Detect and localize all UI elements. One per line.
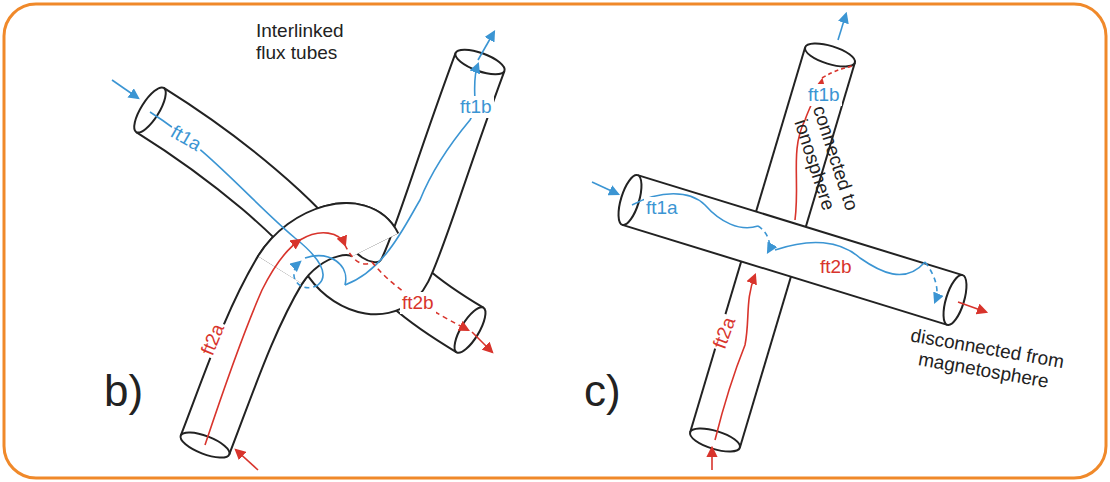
tube-label: ft1b	[806, 84, 842, 106]
tube-label: ft1a	[644, 197, 680, 219]
tube-label: ft1b	[458, 96, 494, 118]
frame	[4, 4, 1106, 478]
title-note: Interlinked flux tubes	[256, 20, 366, 64]
field-lines-c	[592, 14, 986, 470]
tubes-b	[150, 62, 480, 445]
annotation: disconnected from magnetosphere	[868, 318, 1102, 401]
panel-letter: b)	[104, 366, 143, 417]
field-lines-b	[112, 32, 494, 470]
tube-label: ft2b	[400, 292, 436, 314]
tube-ends-c	[614, 39, 971, 456]
tube-label: ft2b	[818, 256, 854, 278]
panel-letter: c)	[584, 366, 621, 417]
tubes-c	[630, 55, 955, 440]
tube-ends-b	[129, 45, 508, 463]
